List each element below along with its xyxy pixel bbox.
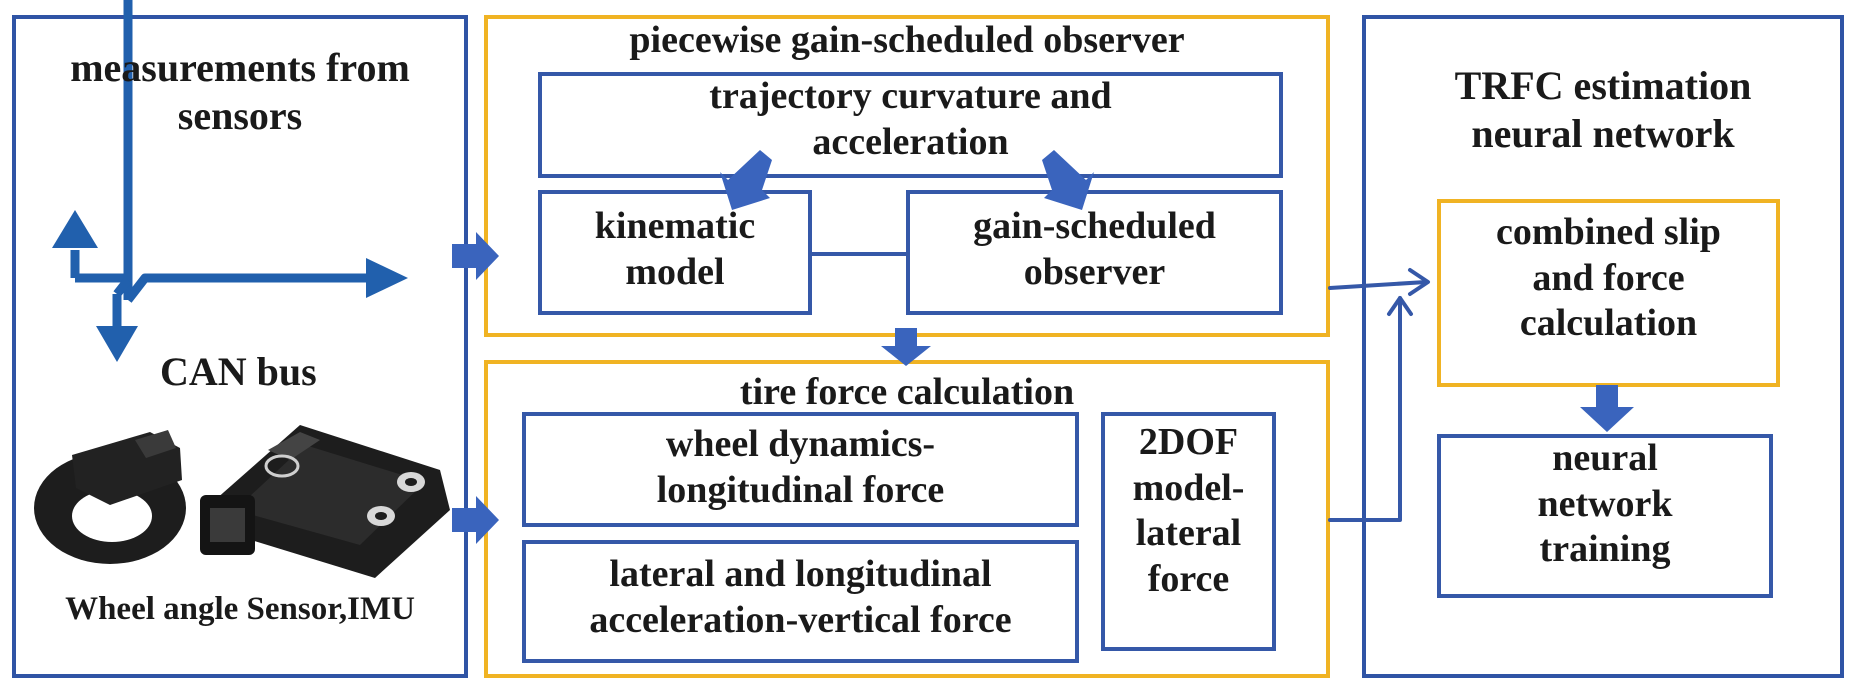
line-arrow-icon [1328,268,1430,522]
dof-line4: force [1147,557,1230,600]
nn-line1: neural [1552,437,1658,479]
sensor-to-force-arrow [452,496,499,544]
trfc-title-line2: neural network [1471,111,1735,156]
gain-line2: observer [1023,250,1166,293]
nn-line2: network [1537,482,1673,525]
observer-panel-title: piecewise gain-scheduled observer [629,19,1185,61]
lateral-line2: acceleration-vertical force [589,598,1012,641]
can-bus-label: CAN bus [160,349,317,394]
sensors-title-line1: measurements from [70,45,410,90]
wheel-line2: longitudinal force [656,468,945,511]
wheel-dynamics-box [522,412,1079,527]
gain-line1: gain-scheduled [973,205,1216,247]
wheel-line1: wheel dynamics- [665,423,936,465]
sensor-to-observer-arrow [452,232,499,280]
sensors-title-line2: sensors [177,93,303,138]
force-panel-title: tire force calculation [739,371,1075,413]
combined-to-training-arrow [1580,385,1634,432]
combined-slip-label: combined slip and force calculation [1441,210,1776,347]
sensors-panel [12,15,468,678]
curvature-to-kinematic-arrow [720,150,772,210]
nn-training-label: neural network training [1441,436,1769,573]
curvature-label: trajectory curvature and acceleration [542,74,1279,165]
observer-to-force-arrow [881,328,931,366]
curvature-line1: trajectory curvature and [709,75,1112,117]
dof-model-box [1101,412,1276,651]
kinematic-label: kinematic model [542,204,808,295]
curvature-box [538,72,1283,178]
combined-line2: and force [1532,256,1685,299]
curvature-to-gain-arrow [1042,150,1094,210]
curvature-line2: acceleration [812,120,1009,163]
dof-line1: 2DOF [1138,421,1239,463]
nn-training-box [1437,434,1773,598]
trfc-title: TRFC estimation neural network [1366,62,1840,158]
steering-angle-sensor-image [34,430,186,564]
gain-observer-box [906,190,1283,315]
dof-line3: lateral [1135,512,1242,555]
dof-line2: model- [1132,466,1245,509]
gain-observer-label: gain-scheduled observer [910,204,1279,295]
lateral-line1: lateral and longitudinal [609,553,992,595]
sensor-caption: Wheel angle Sensor,IMU [65,591,415,627]
kinematic-box [538,190,812,315]
sensors-title: measurements from sensors [20,44,460,140]
trfc-panel [1362,15,1844,678]
imu-sensor-image [200,425,450,578]
wheel-dynamics-label: wheel dynamics- longitudinal force [526,422,1075,513]
dof-model-label: 2DOF model- lateral force [1105,420,1272,602]
combined-line3: calculation [1519,302,1698,345]
combined-line1: combined slip [1496,211,1721,253]
nn-line3: training [1539,528,1671,571]
kinematic-line2: model [625,250,725,293]
trfc-title-line1: TRFC estimation [1454,63,1752,108]
vertical-force-box [522,540,1079,663]
coordinate-axes-icon [52,0,408,362]
block-arrow-icon [452,150,1634,544]
kinematic-line1: kinematic [594,205,756,247]
vertical-force-label: lateral and longitudinal acceleration-ve… [526,552,1075,643]
